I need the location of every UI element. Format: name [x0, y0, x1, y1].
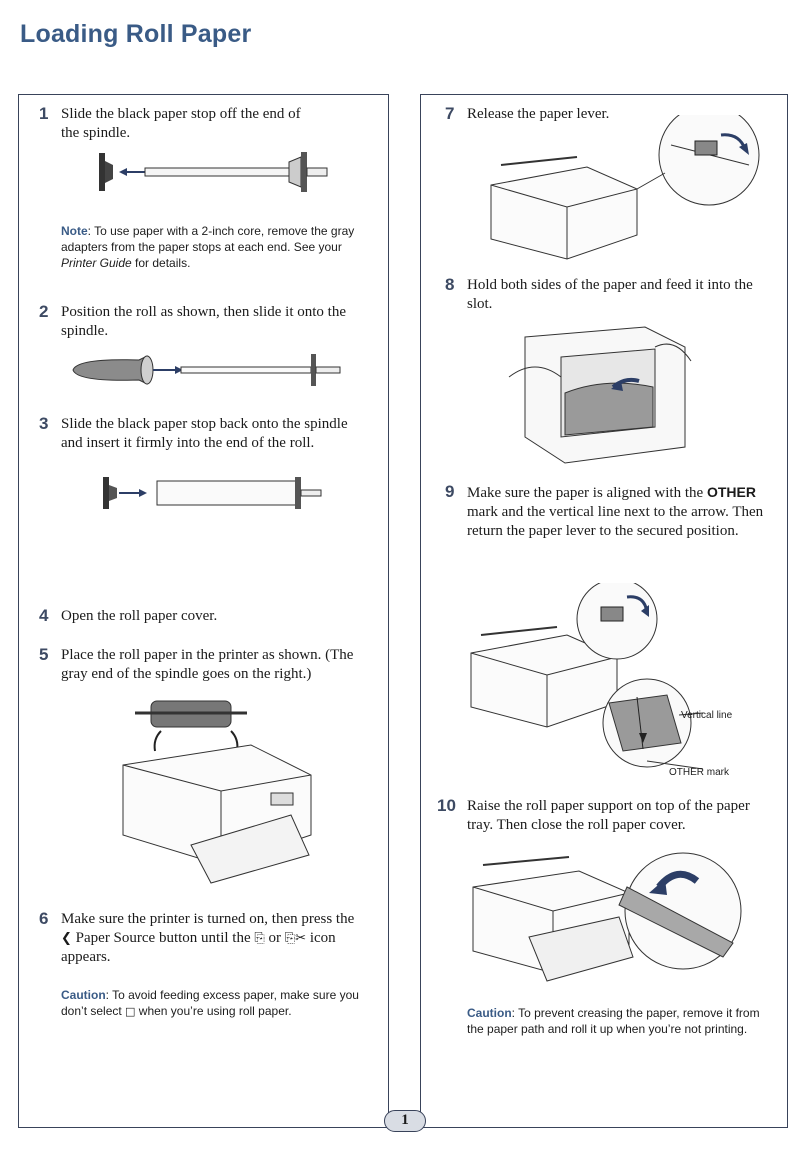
paper-alignment-illustration — [470, 583, 704, 770]
caution-excess-paper: Caution: To avoid feeding excess paper, … — [61, 987, 361, 1020]
step-6-mid: or — [264, 930, 285, 946]
sheet-paper-icon: □ — [125, 1005, 136, 1018]
note-guide-name: Printer Guide — [61, 256, 132, 270]
note-text-end: for details. — [131, 256, 191, 270]
caution-label: Caution — [467, 1006, 512, 1020]
step-text: Slide the black paper stop back onto the… — [61, 416, 348, 451]
step-text: Raise the roll paper support on top of t… — [467, 798, 750, 833]
step-number: 1 — [39, 104, 49, 123]
step-9-pre: Make sure the paper is aligned with the — [467, 485, 707, 501]
step-6-lead: Make sure the printer is turned on, then… — [61, 911, 355, 927]
other-mark-label: OTHER — [706, 484, 756, 500]
left-panel: 1 Slide the black paper stop off the end… — [18, 94, 389, 1128]
step-6-post: icon appears. — [61, 930, 336, 965]
other-mark-callout: OTHER mark — [669, 767, 729, 778]
step-number: 2 — [39, 302, 49, 321]
step-text: Hold both sides of the paper and feed it… — [467, 277, 753, 312]
stop-reinsert-illustration — [103, 477, 322, 509]
raise-roll-support-illustration — [472, 852, 742, 982]
roll-on-spindle-illustration — [72, 354, 341, 386]
note-label: Note — [61, 224, 88, 238]
step-number: 7 — [445, 104, 455, 123]
note-text: : To use paper with a 2-inch core, remov… — [61, 224, 355, 254]
paper-source-icon: ❮ — [61, 931, 72, 946]
roll-cut-icon: ⎘✂ — [284, 931, 307, 946]
step-text: Make sure the paper is aligned with the … — [467, 483, 779, 541]
step-text: Release the paper lever. — [467, 106, 610, 122]
step-number: 9 — [445, 482, 455, 501]
step-text: Make sure the printer is turned on, then… — [61, 910, 381, 967]
printer-roll-placement-illustration — [122, 700, 312, 884]
spindle-stop-removal-illustration — [99, 152, 328, 192]
step-number: 4 — [39, 606, 49, 625]
caution-text: : To prevent creasing the paper, remove … — [467, 1006, 760, 1036]
step-6-pre: Paper Source button until the — [71, 930, 255, 946]
step-number: 10 — [437, 796, 456, 815]
step-number: 6 — [39, 909, 49, 928]
roll-paper-icon: ⎘ — [254, 931, 265, 946]
vertical-line-callout: Vertical line — [681, 710, 733, 721]
note-2inch-core: Note: To use paper with a 2-inch core, r… — [61, 223, 361, 271]
caution-creasing: Caution: To prevent creasing the paper, … — [467, 1005, 772, 1037]
step-text: Slide the black paper stop off the end o… — [61, 106, 301, 141]
page-number: 1 — [384, 1110, 426, 1132]
caution-label: Caution — [61, 988, 106, 1002]
step-number: 8 — [445, 275, 455, 294]
step-text: Position the roll as shown, then slide i… — [61, 304, 346, 339]
step-number: 3 — [39, 414, 49, 433]
feed-paper-slot-illustration — [508, 326, 692, 464]
release-paper-lever-illustration — [490, 115, 760, 260]
step-number: 5 — [39, 645, 49, 664]
step-text: Place the roll paper in the printer as s… — [61, 647, 354, 682]
page-title: Loading Roll Paper — [20, 20, 252, 48]
caution-text: : To avoid feeding excess paper, make su… — [61, 988, 359, 1018]
step-text: Open the roll paper cover. — [61, 608, 218, 624]
caution-text-end: when you’re using roll paper. — [135, 1004, 292, 1018]
step-9-post: mark and the vertical line next to the a… — [467, 504, 764, 539]
right-panel: 7 Release the paper lever. 8 Hold both s… — [420, 94, 788, 1128]
